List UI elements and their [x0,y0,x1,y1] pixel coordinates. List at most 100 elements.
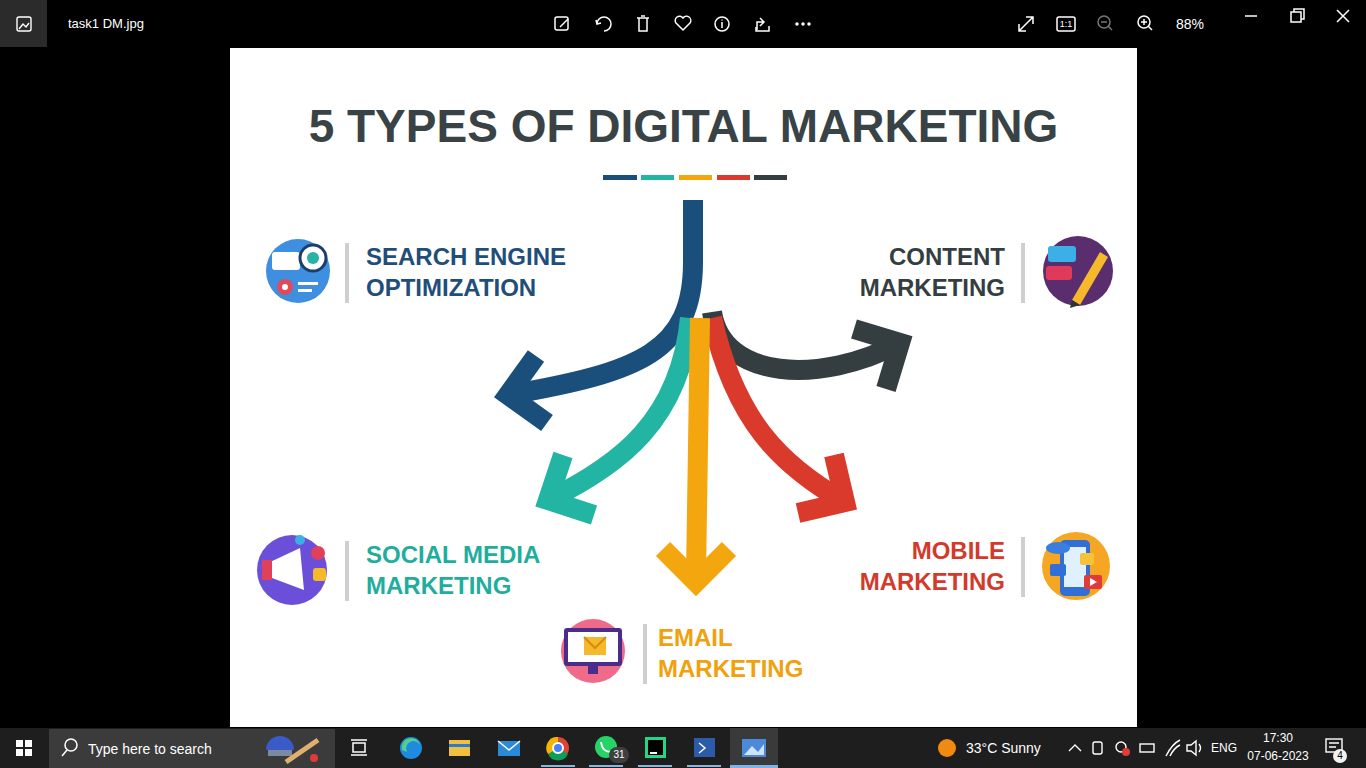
mobile-icon-part [1090,578,1097,586]
start-button-part [25,749,32,756]
divider-bars-part [1021,537,1025,597]
taskbar-icons-part [553,743,563,753]
taskbar-icons-part [589,765,623,767]
email-icon-part [588,666,598,674]
email-icon [561,619,625,683]
title-color-bars-part [641,175,674,180]
mobile-icon-part [1050,564,1066,576]
category-label: SEARCH ENGINE OPTIMIZATION [366,241,606,303]
divider-bars-part [345,243,349,303]
search-glass-part [65,739,77,751]
toolbar-icons-part [808,23,810,25]
search-highlight-art-part [286,740,318,762]
email-icon-part [584,637,606,655]
toolbar-icons-part [1101,22,1112,30]
seo-icon [266,239,330,303]
toolbar-icons-part [1291,12,1301,22]
mobile-icon-part [1084,575,1102,589]
mobile-icon-part [1046,542,1070,554]
email-arrowhead [663,549,729,582]
seo-icon-part [282,284,288,290]
email-icon-part [568,632,618,662]
content-icon-part [1072,252,1108,305]
taskbar-icons-part [648,740,663,755]
toolbar-icons-part [796,23,798,25]
content-icon-part [1070,300,1080,308]
social-arrow [548,318,690,500]
toolbar-icons-part [596,20,601,24]
app-icon-tile [0,0,47,47]
taskbar-icons-part [645,737,666,758]
clock-time: 17:30 [1242,731,1314,746]
zoom-percent: 88% [1176,15,1204,33]
toolbar-icons-part [715,17,729,31]
taskbar-icons-part [694,738,715,757]
start-button-part [16,749,23,756]
start-button-part [16,740,23,747]
content-icon [1043,236,1113,308]
taskbar-icons-part [541,765,575,767]
weather-sun [938,739,956,757]
title-color-bars-part [717,175,750,180]
taskbar-icons-part [638,765,672,767]
search-placeholder: Type here to search [88,740,212,758]
tray-icons-part [1166,740,1180,756]
taskbar-icons-part [650,752,657,754]
title-color-bars-part [679,175,712,180]
start-button-part [25,740,32,747]
app-icon-part [19,23,29,29]
taskbar-icons-part [742,739,766,757]
social-icon-part [295,535,305,545]
toolbar-icons-part [721,20,723,29]
language-indicator: ENG [1211,741,1237,756]
weather-text: 33°C Sunny [966,739,1041,757]
toolbar-icons-part [1245,15,1257,17]
seo-icon-part [307,252,319,264]
tray-icons-part [1093,742,1102,754]
search-highlight-art [266,736,318,762]
start-button [16,740,32,756]
social-icon-part [262,560,272,580]
taskbar-icons-part-part [351,740,367,755]
title-color-bars-part [754,175,787,180]
taskbar-icons-part-part [353,743,365,752]
search-glass [62,739,77,756]
search-highlight-art-part [268,750,292,756]
mobile-arrowhead [798,455,845,513]
toolbar-icons-part [1294,9,1304,19]
toolbar-icons-part [757,18,764,30]
title-color-bars-part [603,175,637,180]
content-icon-part [1048,246,1076,262]
seo-icon-part [298,289,312,292]
social-icon-part [268,548,304,590]
seo-icon-part [298,282,318,285]
toolbar-icons-part [802,23,804,25]
divider-bars-part [1021,243,1025,303]
search-highlight-art-part [310,754,318,762]
mobile-icon-part [1042,532,1110,600]
toolbar-icons [555,9,1349,31]
category-label: CONTENT MARKETING [805,241,1005,303]
divider-bars-part [345,541,349,601]
taskbar-icons [351,728,778,768]
app-icon-part [17,17,31,31]
toolbar-icons-part [1141,19,1152,30]
content-icon-part [1043,236,1113,306]
mobile-icon [1042,532,1110,600]
email-icon-part [561,619,625,683]
toolbar-icons-part [1019,17,1033,31]
title-color-bars [603,175,787,180]
seo-icon-part [300,245,326,271]
window-title: task1 DM.jpg [68,16,144,32]
divider-bars [345,243,1025,684]
seo-arrowhead [508,356,547,423]
app-icon [17,17,31,31]
social-icon-part [313,568,326,581]
toolbar-icons-part [1337,10,1349,22]
tray-icons-part [1069,745,1081,751]
tray-icons-part [1122,748,1130,756]
taskbar-icons-part [744,744,764,755]
clock-date: 07-06-2023 [1242,749,1314,764]
taskbar-icons-part [400,737,422,759]
